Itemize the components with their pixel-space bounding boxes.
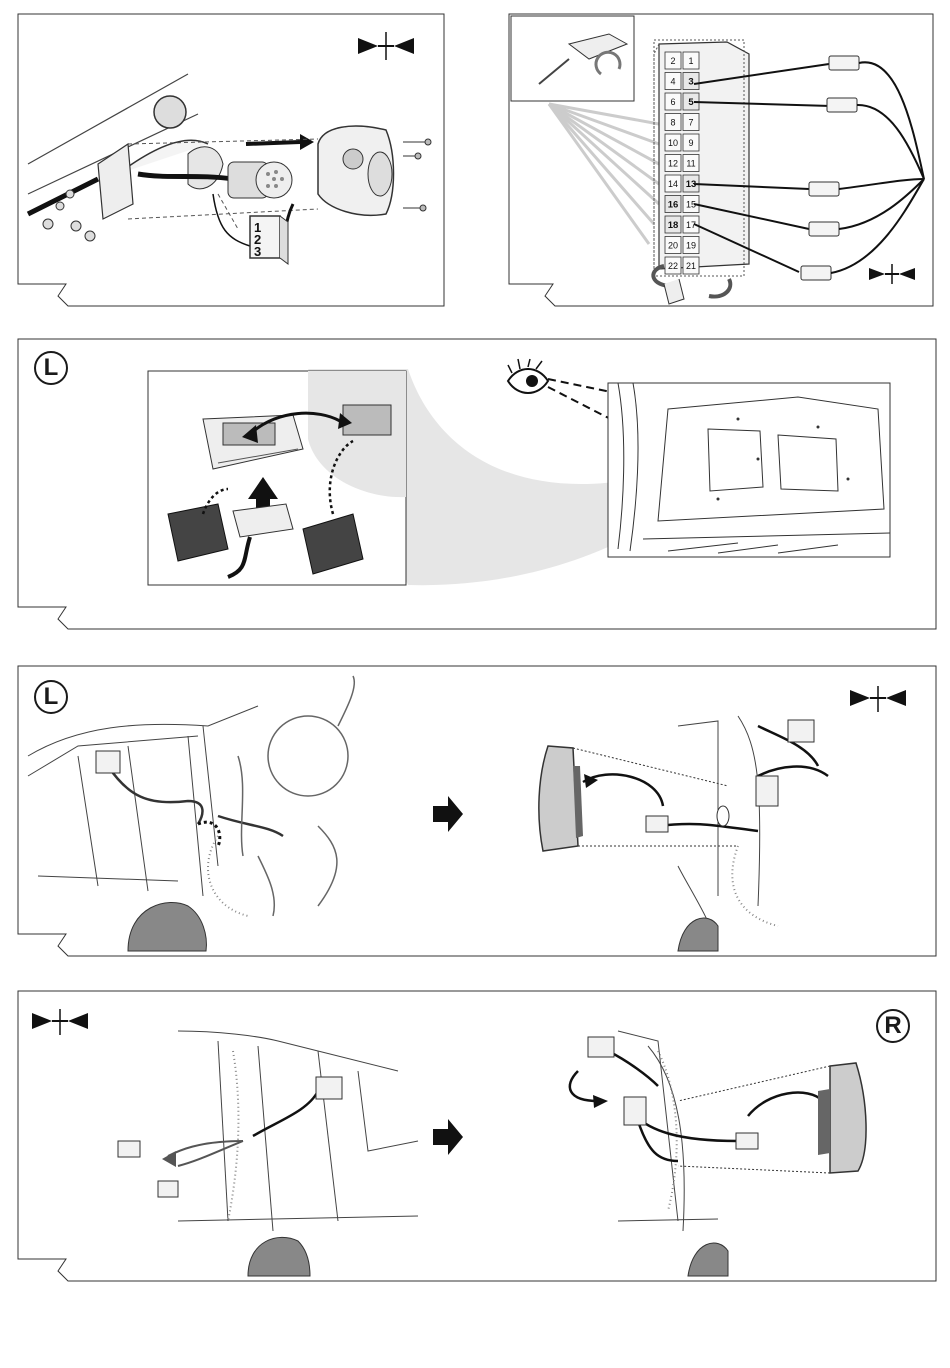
pin-number-label: 10 bbox=[668, 138, 678, 148]
panel-left-light: L bbox=[18, 666, 936, 956]
pin-number-label: 16 bbox=[668, 200, 679, 211]
pin-number-label: 11 bbox=[686, 159, 695, 169]
pin-number-label: 14 bbox=[668, 179, 678, 189]
pin-number-label: 18 bbox=[668, 220, 679, 231]
tail-light bbox=[539, 746, 578, 851]
pin-number-label: 20 bbox=[668, 241, 678, 251]
pin-number-label: 12 bbox=[668, 159, 678, 169]
socket-number-3: 3 bbox=[254, 244, 261, 259]
pin-number-label: 6 bbox=[670, 97, 675, 107]
control-unit-drawing bbox=[18, 339, 936, 629]
pin-number-label: 9 bbox=[688, 138, 693, 148]
pin-number-label: 2 bbox=[670, 56, 675, 66]
pin-number-label: 5 bbox=[688, 97, 694, 108]
pin-number-label: 4 bbox=[670, 77, 675, 87]
pin-number-label: 21 bbox=[686, 261, 696, 271]
pin-number-label: 19 bbox=[686, 241, 696, 251]
socket-assembly-drawing: 1 2 3 bbox=[18, 14, 444, 306]
right-light-drawing bbox=[18, 991, 936, 1281]
pin-number-label: 7 bbox=[688, 118, 693, 128]
pin-number-label: 8 bbox=[670, 118, 675, 128]
pin-number-label: 3 bbox=[688, 77, 693, 88]
cargo-area-box bbox=[608, 383, 890, 557]
pin-number-label: 22 bbox=[668, 261, 678, 271]
tail-light bbox=[830, 1063, 866, 1173]
pin-number-label: 1 bbox=[688, 56, 693, 66]
inset-box bbox=[511, 16, 634, 101]
side-badge-right: R bbox=[876, 1009, 910, 1043]
left-light-drawing bbox=[18, 666, 936, 956]
panel-right-light: R bbox=[18, 991, 936, 1281]
side-badge-left: L bbox=[34, 351, 68, 385]
panel-control-unit: L bbox=[18, 339, 936, 629]
side-badge-left: L bbox=[34, 680, 68, 714]
panel-socket-assembly: 1 2 3 bbox=[18, 14, 444, 306]
